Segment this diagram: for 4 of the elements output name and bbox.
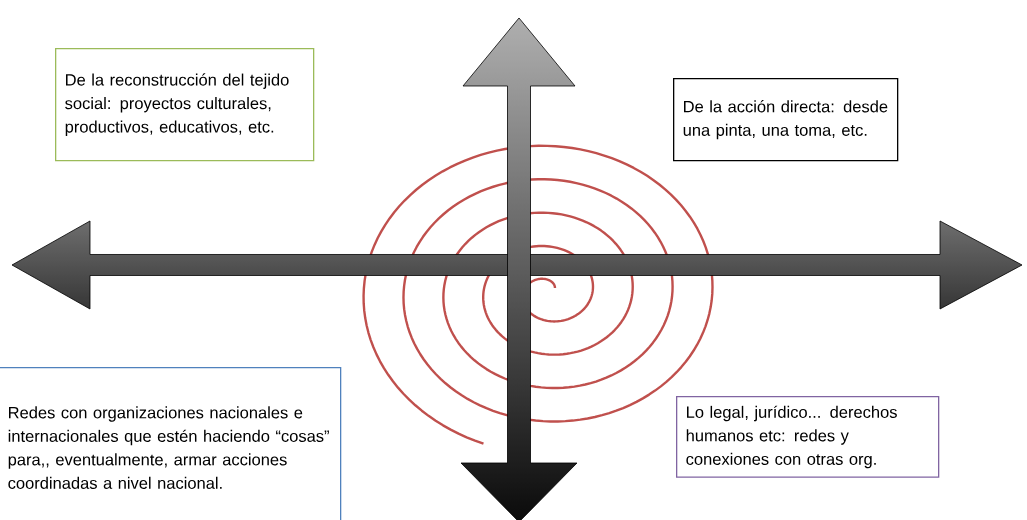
- text-box: De la acción directa: desde una pinta, una toma, etc.: [673, 78, 899, 162]
- text-box: De la reconstrucción del tejido social: proyectos culturales, productivos, educativos, etc.: [55, 48, 315, 162]
- text-box: Lo legal, jurídico... derechos humanos etc: redes y conexiones con otras org.: [676, 396, 940, 478]
- text-box: Redes con organizaciones nacionales e internacionales que estén haciendo “cosas” para,, eventualmente, armar acciones coordinadas a nivel nacional.: [0, 367, 342, 520]
